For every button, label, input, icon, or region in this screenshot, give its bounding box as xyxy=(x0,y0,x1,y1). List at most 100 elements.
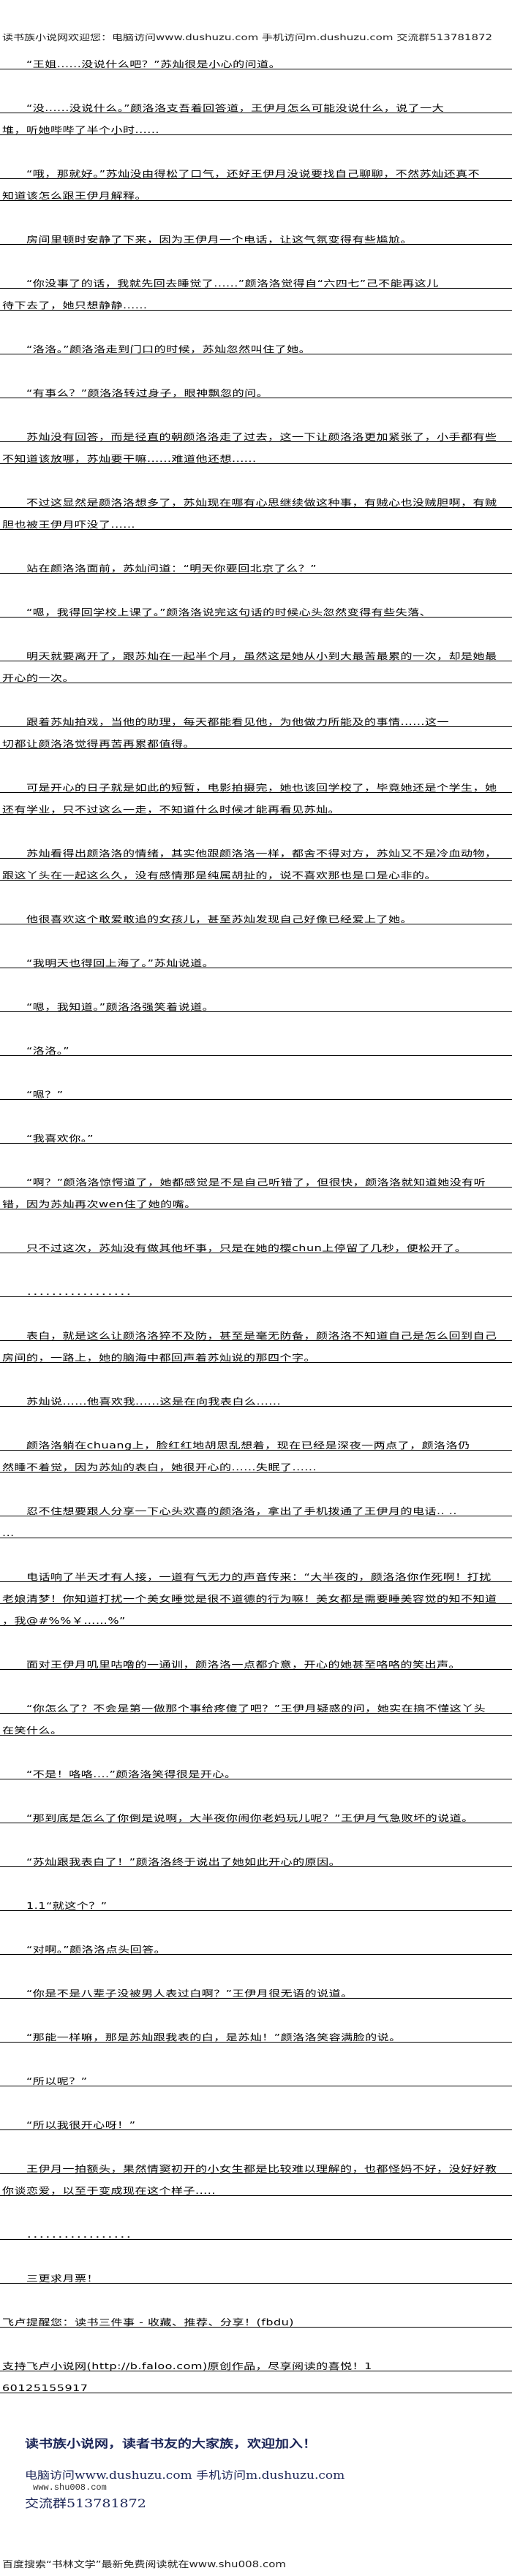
paragraph-gap xyxy=(0,2328,512,2349)
paragraph-line: 只不过这次，苏灿没有做其他坏事，只是在她的樱chun上停留了几秒，便松开了。 xyxy=(0,1231,512,1253)
line-text: 老娘清梦！你知道打扰一个美女睡觉是很不道德的行为嘛！美女都是需要睡美容觉的知不知… xyxy=(2,1593,497,1604)
paragraph-gap xyxy=(0,1538,512,1560)
line-text: 三更求月票！ xyxy=(26,2273,99,2284)
paragraph-line: “嗯，我得回学校上课了。”颜洛洛说完这句话的时候心头忽然变得有些失落、 xyxy=(0,596,512,618)
paragraph-gap xyxy=(0,1144,512,1166)
paragraph-gap xyxy=(0,2130,512,2152)
site-banner: 读书族小说网欢迎您：电脑访问www.dushuzu.com 手机访问m.dush… xyxy=(2,34,493,42)
paragraph-gap xyxy=(0,749,512,771)
paragraph-gap xyxy=(0,2240,512,2262)
paragraph-line: 表白，就是这么让颜洛洛猝不及防，甚至是毫无防备，颜洛洛不知道自己是怎么回到自己 xyxy=(0,1319,512,1341)
line-text: 在笑什么。 xyxy=(2,1725,63,1736)
paragraph-line: ．．．．．．．．．．．．．．．．． xyxy=(0,2218,512,2240)
footer-access-links[interactable]: 电脑访问www.dushuzu.com 手机访问m.dushuzu.com xyxy=(25,2469,345,2482)
paragraph-gap xyxy=(0,1363,512,1385)
paragraph-line: 不知道该放哪，苏灿要干嘛......难道他还想...... xyxy=(0,442,512,464)
line-text: ．．．．．．．．．．．．．．．．． xyxy=(26,2229,138,2240)
line-text: 飞卢提醒您：读书三件事 - 收藏、推荐、分享！(fbdu) xyxy=(2,2317,295,2328)
paragraph-gap xyxy=(0,1670,512,1692)
paragraph-line: 可是开心的日子就是如此的短暂，电影拍摄完，她也该回学校了，毕竟她还是个学生，她 xyxy=(0,771,512,793)
paragraph-line: “对啊。”颜洛洛点头回答。 xyxy=(0,1933,512,1955)
line-text: “嗯？” xyxy=(26,1089,64,1100)
line-text: 跟着苏灿拍戏，当他的助理，每天都能看见他，为他做力所能及的事情......这一 xyxy=(26,716,450,727)
line-text: 错，因为苏灿再次wen住了她的嘴。 xyxy=(2,1198,197,1209)
paragraph-gap xyxy=(0,2086,512,2108)
paragraph-line: 房间的，一路上，她的脑海中都回声着苏灿说的那四个字。 xyxy=(0,1341,512,1363)
paragraph-line: “有事么？”颜洛洛转过身子，眼神飘忽的问。 xyxy=(0,376,512,398)
paragraph-line: 不过这显然是颜洛洛想多了，苏灿现在哪有心思继续做这种事，有贼心也没贼胆啊，有贼 xyxy=(0,486,512,508)
paragraph-gap xyxy=(0,1823,512,1845)
line-text: 忍不住想要跟人分享一下心头欢喜的颜洛洛，拿出了手机拨通了王伊月的电话.. .. xyxy=(26,1505,457,1516)
line-text: 你谈恋爱，以至于变成现在这个样子..... xyxy=(2,2185,216,2196)
line-text: 明天就要离开了，跟苏灿在一起半个月，虽然这是她从小到大最苦最累的一次，却是她最 xyxy=(26,650,497,661)
paragraph-line: 忍不住想要跟人分享一下心头欢喜的颜洛洛，拿出了手机拨通了王伊月的电话.. .. xyxy=(0,1494,512,1516)
line-text: “所以我很开心呀！” xyxy=(26,2119,136,2130)
paragraph-line: 房间里顿时安静了下来，因为王伊月一个电话，让这气氛变得有些尴尬。 xyxy=(0,223,512,245)
line-text: “我喜欢你。” xyxy=(26,1133,94,1144)
paragraph-line: “啊？”颜洛洛惊愕道了，她都感觉是不是自己听错了，但很快，颜洛洛就知道她没有听 xyxy=(0,1166,512,1188)
paragraph-line: 电话响了半天才有人接，一道有气无力的声音传来：“大半夜的，颜洛洛你作死啊！打扰 xyxy=(0,1560,512,1582)
paragraph-line: “所以呢？” xyxy=(0,2064,512,2086)
paragraph-gap xyxy=(0,1253,512,1275)
line-text: “你怎么了？不会是第一做那个事给疼傻了吧？”王伊月疑惑的问，她实在搞不懂这丫头 xyxy=(26,1703,486,1714)
line-text: “洛洛。”颜洛洛走到门口的时候，苏灿忽然叫住了她。 xyxy=(26,343,312,354)
line-text: 电话响了半天才有人接，一道有气无力的声音传来：“大半夜的，颜洛洛你作死啊！打扰 xyxy=(26,1571,492,1582)
line-text: “王姐......没说什么吧？”苏灿很是小心的问道。 xyxy=(26,58,282,69)
line-text: “啊？”颜洛洛惊愕道了，她都感觉是不是自己听错了，但很快，颜洛洛就知道她没有听 xyxy=(26,1177,486,1188)
baidu-search-note: 百度搜索“书林文学”最新免费阅读就在www.shu008.com xyxy=(2,2558,287,2569)
line-text: 表白，就是这么让颜洛洛猝不及防，甚至是毫无防备，颜洛洛不知道自己是怎么回到自己 xyxy=(26,1330,497,1341)
paragraph-gap xyxy=(0,2043,512,2064)
paragraph-gap xyxy=(0,815,512,837)
paragraph-gap xyxy=(0,464,512,486)
paragraph-line: “你没事了的话，我就先回去睡觉了......”颜洛洛觉得自“六四七”己不能再这儿 xyxy=(0,267,512,289)
paragraph-line: 切都让颜洛洛觉得再苦再累都值得。 xyxy=(0,727,512,749)
paragraph-gap xyxy=(0,1779,512,1801)
paragraph-gap xyxy=(0,1473,512,1494)
line-text: 房间里顿时安静了下来，因为王伊月一个电话，让这气氛变得有些尴尬。 xyxy=(26,234,413,245)
line-text: 颜洛洛躺在chuang上，脸红红地胡思乱想着，现在已经是深夜一两点了，颜洛洛仍 xyxy=(26,1440,470,1451)
paragraph-gap xyxy=(0,398,512,420)
paragraph-line: 堆，听她哔哔了半个小时...... xyxy=(0,113,512,135)
line-text: 1.1“就这个？” xyxy=(26,1900,108,1911)
paragraph-gap xyxy=(0,530,512,552)
line-text: 站在颜洛洛面前，苏灿问道：“明天你要回北京了么？” xyxy=(26,563,317,574)
paragraph-gap xyxy=(0,245,512,267)
paragraph-gap xyxy=(0,1736,512,1758)
paragraph-gap xyxy=(0,2393,512,2415)
paragraph-line: 面对王伊月叽里咕噜的一通训，颜洛洛一点都介意，开心的她甚至咯咯的笑出声。 xyxy=(0,1648,512,1670)
line-text: 待下去了，她只想静静...... xyxy=(2,300,148,311)
line-text: “有事么？”颜洛洛转过身子，眼神飘忽的问。 xyxy=(26,387,269,398)
line-text: 房间的，一路上，她的脑海中都回声着苏灿说的那四个字。 xyxy=(2,1352,317,1363)
paragraph-gap xyxy=(0,618,512,639)
line-text: 只不过这次，苏灿没有做其他坏事，只是在她的樱chun上停留了几秒，便松开了。 xyxy=(26,1242,467,1253)
line-text: “你是不是八辈子没被男人表过白啊？”王伊月很无语的说道。 xyxy=(26,1988,353,1999)
paragraph-line: 在笑什么。 xyxy=(0,1714,512,1736)
paragraph-line: 待下去了，她只想静静...... xyxy=(0,289,512,311)
line-text: ．．．．．．．．．．．．．．．．． xyxy=(26,1286,138,1297)
paragraph-gap xyxy=(0,1999,512,2021)
line-text: “嗯，我知道。”颜洛洛强笑着说道。 xyxy=(26,1001,215,1012)
line-text: 不过这显然是颜洛洛想多了，苏灿现在哪有心思继续做这种事，有贼心也没贼胆啊，有贼 xyxy=(26,497,497,508)
paragraph-gap xyxy=(0,968,512,990)
paragraph-gap xyxy=(0,311,512,333)
line-text: 胆也被王伊月吓没了...... xyxy=(2,519,136,530)
paragraph-line: 明天就要离开了，跟苏灿在一起半个月，虽然这是她从小到大最苦最累的一次，却是她最 xyxy=(0,639,512,661)
line-text: “没......没说什么。”颜洛洛支吾着回答道，王伊月怎么可能没说什么，说了一大 xyxy=(26,102,445,113)
line-text: “不是！咯咯....”颜洛洛笑得很是开心。 xyxy=(26,1768,237,1779)
line-text: 可是开心的日子就是如此的短暂，电影拍摄完，她也该回学校了，毕竟她还是个学生，她 xyxy=(26,782,497,793)
footer-mirror-link[interactable]: www.shu008.com xyxy=(33,2482,107,2493)
paragraph-line: “你是不是八辈子没被男人表过白啊？”王伊月很无语的说道。 xyxy=(0,1977,512,1999)
paragraph-gap xyxy=(0,1867,512,1889)
paragraph-line: “洛洛。” xyxy=(0,1034,512,1056)
paragraph-line: “那能一样嘛，那是苏灿跟我表的白，是苏灿！”颜洛洛笑容满脸的说。 xyxy=(0,2021,512,2043)
paragraph-line: 知道该怎么跟王伊月解释。 xyxy=(0,179,512,201)
line-text: 支持飞卢小说网(http://b.faloo.com)原创作品，尽享阅读的喜悦！… xyxy=(2,2360,372,2371)
paragraph-gap xyxy=(0,1626,512,1648)
paragraph-line: “你怎么了？不会是第一做那个事给疼傻了吧？”王伊月疑惑的问，她实在搞不懂这丫头 xyxy=(0,1692,512,1714)
paragraph-gap xyxy=(0,924,512,946)
line-text: 苏灿看得出颜洛洛的情绪，其实他跟颜洛洛一样，都舍不得对方，苏灿又不是冷血动物， xyxy=(26,848,497,859)
paragraph-line: “嗯，我知道。”颜洛洛强笑着说道。 xyxy=(0,990,512,1012)
line-text: “那到底是怎么了你倒是说啊，大半夜你闹你老妈玩儿呢？”王伊月气急败坏的说道。 xyxy=(26,1812,474,1823)
line-text: “洛洛。” xyxy=(26,1045,70,1056)
line-text: “苏灿跟我表白了！”颜洛洛终于说出了她如此开心的原因。 xyxy=(26,1856,342,1867)
